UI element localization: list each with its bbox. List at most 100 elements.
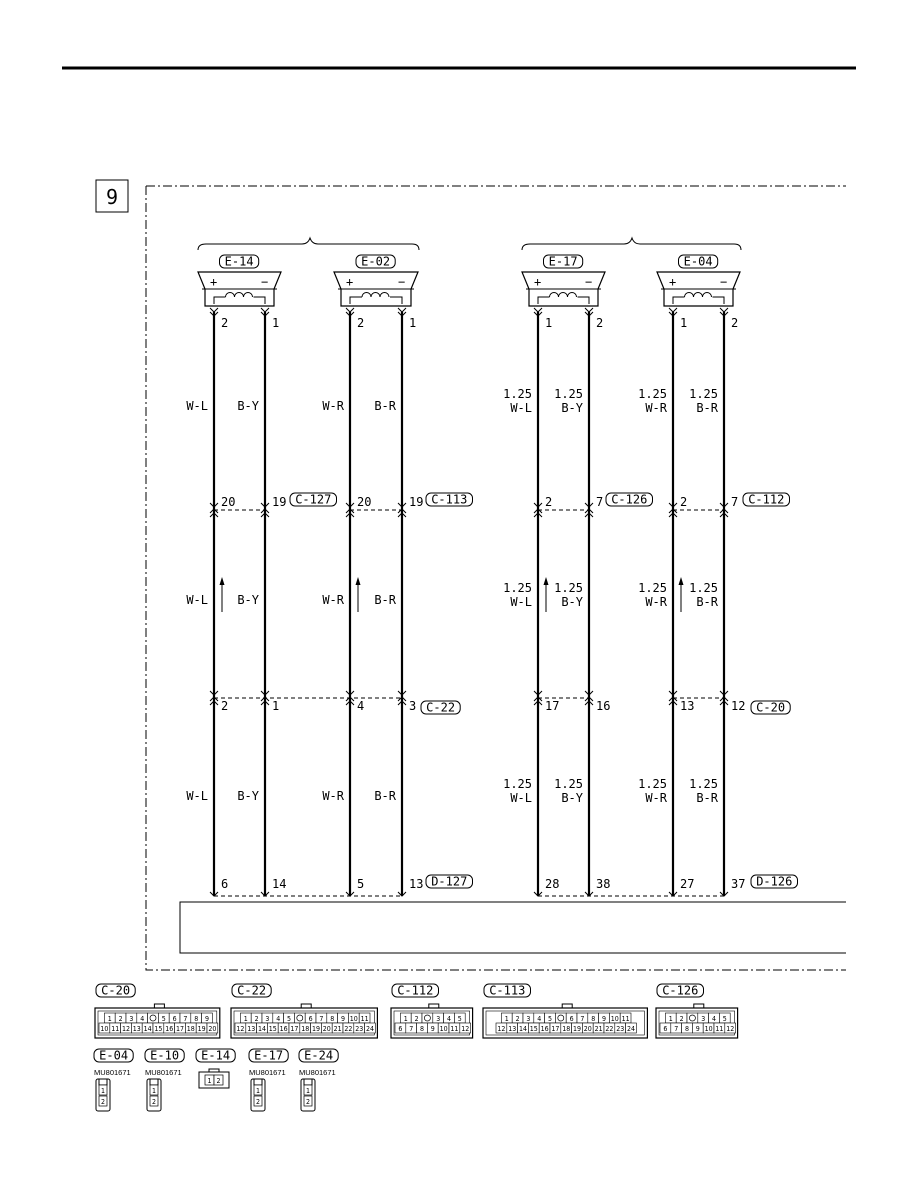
connector-cavity: 9	[602, 1015, 606, 1023]
speaker-pin: 2	[731, 316, 738, 330]
wire-color: B-R	[696, 791, 718, 805]
junction-pin: 37	[731, 877, 745, 891]
connector-view-tag-c-126: C-126	[656, 983, 704, 998]
pin-chevron-icon	[209, 891, 219, 897]
connector-cavity: 1	[108, 1015, 112, 1023]
lock-icon	[296, 1014, 304, 1022]
connector-cavity: 9	[205, 1015, 209, 1023]
small-connector-tag-e-17-label: E-17	[254, 1049, 283, 1063]
connector-cavity: 10	[440, 1025, 448, 1033]
connector-cavity: 21	[334, 1025, 342, 1033]
junction-connector-c-22-label: C-22	[426, 701, 455, 715]
junction-connector-c-20-label: C-20	[756, 701, 785, 715]
lock-icon	[689, 1014, 696, 1022]
wire-color: B-R	[696, 595, 718, 609]
junction-connector-d-126: D-126	[750, 874, 798, 889]
connector-cavity: 8	[330, 1015, 334, 1023]
polarity-minus: −	[585, 275, 592, 289]
connector-view-tag-c-112-label: C-112	[397, 984, 433, 998]
wire-color: W-L	[186, 789, 208, 803]
connector-cavity: 12	[122, 1025, 130, 1033]
connector-cavity: 5	[287, 1015, 291, 1023]
pin-chevron-icon	[719, 502, 729, 518]
connector-cavity: 19	[198, 1025, 206, 1033]
speaker-tag-e-14: E-14	[219, 254, 260, 269]
junction-pin: 7	[731, 495, 738, 509]
connector-cavity: 9	[431, 1025, 435, 1033]
coil-icon	[684, 292, 712, 298]
connector-view-tag-c-113-label: C-113	[489, 984, 525, 998]
junction-connector-c-127: C-127	[289, 492, 337, 507]
polarity-plus: +	[534, 275, 541, 289]
pin-chevron-icon	[345, 690, 355, 706]
brace-right-group	[521, 236, 742, 251]
polarity-minus: −	[261, 275, 268, 289]
junction-connector-c-20: C-20	[750, 700, 791, 715]
connector-cavity: 23	[616, 1025, 624, 1033]
signal-arrow-icon	[543, 577, 549, 612]
connector-view-tag-c-113: C-113	[483, 983, 531, 998]
pin-chevron-icon	[397, 307, 407, 317]
connector-view-tag-c-20-label: C-20	[101, 984, 130, 998]
junction-connector-d-126-label: D-126	[756, 875, 792, 889]
connector-cavity: 8	[685, 1025, 689, 1033]
pin-chevron-icon	[397, 690, 407, 706]
junction-pin: 1	[272, 699, 279, 713]
pin-chevron-icon	[209, 690, 219, 706]
wire-gauge: 1.25	[638, 581, 667, 595]
connector-cavity: 3	[265, 1015, 269, 1023]
speaker-tag-e-04-label: E-04	[684, 255, 713, 269]
connector-cavity: 14	[258, 1025, 266, 1033]
pin-chevron-icon	[719, 891, 729, 897]
connector-cavity: 24	[627, 1025, 635, 1033]
wire-color: W-L	[510, 791, 532, 805]
speaker-pin: 1	[409, 316, 416, 330]
pin-chevron-icon	[209, 502, 219, 518]
connector-cavity: 6	[398, 1025, 402, 1033]
pin-chevron-icon	[584, 690, 594, 706]
wire-color: W-R	[322, 789, 344, 803]
speaker-tag-e-17: E-17	[543, 254, 584, 269]
connector-cavity: 22	[605, 1025, 613, 1033]
wire-color: W-R	[645, 595, 667, 609]
speaker-tag-e-04: E-04	[678, 254, 719, 269]
junction-pin: 12	[731, 699, 745, 713]
junction-pin: 2	[680, 495, 687, 509]
connector-cavity: 6	[570, 1015, 574, 1023]
part-number: MU801671	[299, 1068, 336, 1077]
wire-gauge: 1.25	[638, 387, 667, 401]
part-number: MU801671	[145, 1068, 182, 1077]
connector-cavity: 10	[705, 1025, 713, 1033]
small-connector-tag-e-24: E-24	[298, 1048, 339, 1063]
polarity-plus: +	[669, 275, 676, 289]
polarity-minus: −	[720, 275, 727, 289]
wire-gauge: 1.25	[638, 777, 667, 791]
speaker-pin: 1	[545, 316, 552, 330]
connector-cavity: 2	[101, 1098, 105, 1106]
connector-cavity: 13	[508, 1025, 516, 1033]
connector-cavity: 19	[312, 1025, 320, 1033]
connector-cavity: 17	[551, 1025, 559, 1033]
pin-chevron-icon	[397, 502, 407, 518]
pin-chevron-icon	[533, 891, 543, 897]
wire-color: W-R	[322, 399, 344, 413]
polarity-plus: +	[210, 275, 217, 289]
connector-cavity: 8	[420, 1025, 424, 1033]
junction-connector-c-126-label: C-126	[611, 493, 647, 507]
lock-icon	[149, 1014, 157, 1022]
speaker-pin: 1	[680, 316, 687, 330]
junction-pin: 13	[680, 699, 694, 713]
junction-connector-c-113-label: C-113	[431, 493, 467, 507]
connector-cavity: 1	[256, 1087, 260, 1095]
junction-pin: 2	[221, 699, 228, 713]
connector-cavity: 4	[447, 1015, 451, 1023]
connector-cavity: 14	[519, 1025, 527, 1033]
wire-color: W-L	[186, 593, 208, 607]
connector-cavity: 1	[306, 1087, 310, 1095]
junction-pin: 14	[272, 877, 286, 891]
junction-pin: 20	[221, 495, 235, 509]
wire-color: W-R	[645, 401, 667, 415]
